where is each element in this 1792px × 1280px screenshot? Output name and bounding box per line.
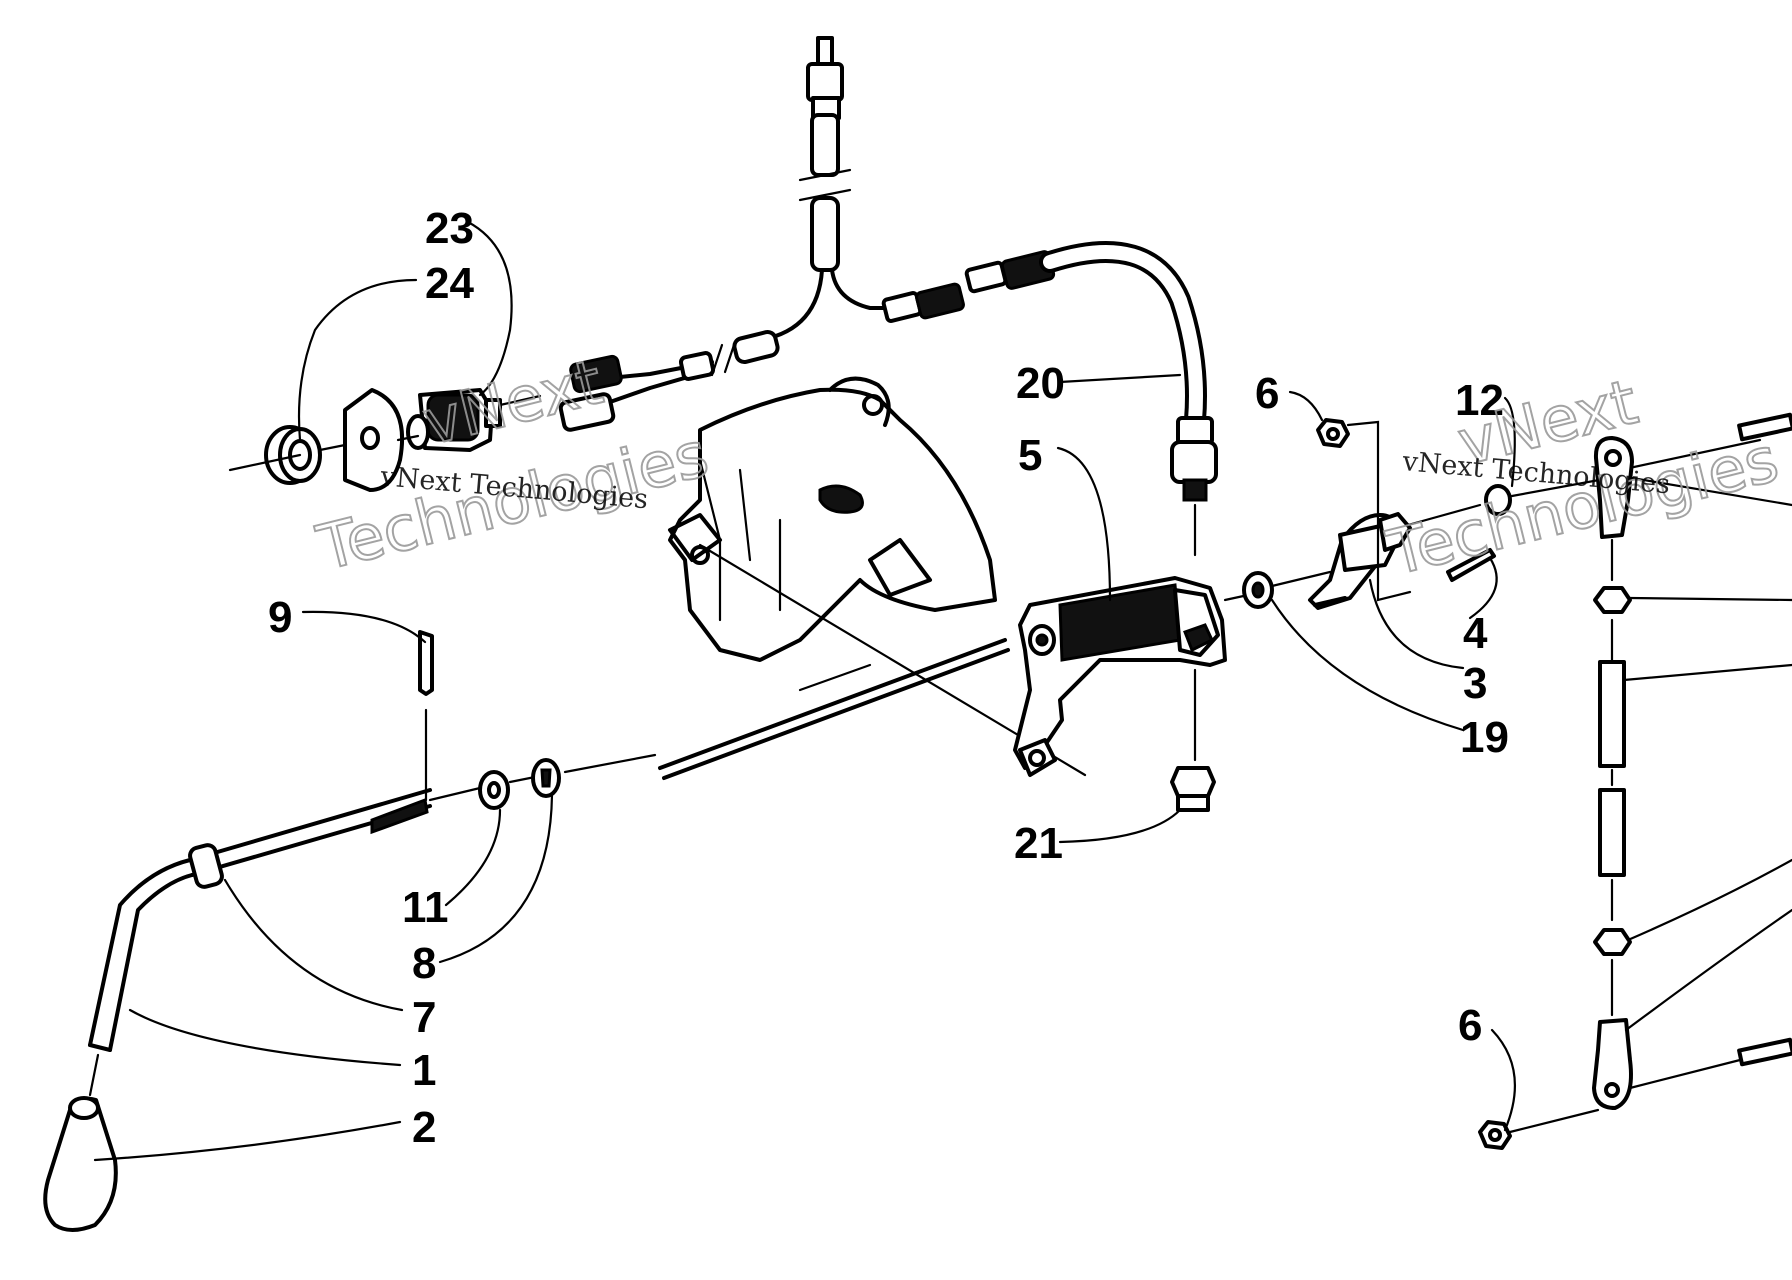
throttle-shaft: [43, 543, 1087, 1232]
callout-21: 21: [1014, 819, 1063, 868]
callout-9: 9: [268, 593, 292, 642]
callout-labels: 23 24 20 6 12 5 9 4 3 19 21 11 8 7 1 2 6: [268, 204, 1509, 1152]
throttle-bracket: [1013, 576, 1227, 777]
rod-assembly: [1478, 436, 1792, 1150]
watermark-left-word1: vNext: [416, 345, 609, 460]
switch-assembly: [228, 388, 542, 492]
callout-8: 8: [412, 939, 436, 988]
callout-3: 3: [1463, 659, 1487, 708]
callout-6-top: 6: [1255, 369, 1279, 418]
callout-1: 1: [412, 1046, 436, 1095]
callout-6-bottom: 6: [1458, 1001, 1482, 1050]
callout-5: 5: [1018, 431, 1042, 480]
callout-19: 19: [1460, 713, 1509, 762]
linkage-hardware: [1223, 412, 1792, 610]
leader-lines: [93, 220, 1792, 1162]
callout-11: 11: [402, 883, 449, 932]
callout-2: 2: [412, 1103, 436, 1152]
throttle-housing: [668, 376, 997, 662]
callout-24: 24: [425, 259, 474, 308]
callout-23: 23: [425, 204, 474, 253]
callout-4: 4: [1463, 609, 1488, 658]
callout-12: 12: [1455, 376, 1504, 425]
wire-harness: [558, 36, 1218, 812]
callout-20: 20: [1016, 359, 1065, 408]
callout-7: 7: [412, 993, 436, 1042]
